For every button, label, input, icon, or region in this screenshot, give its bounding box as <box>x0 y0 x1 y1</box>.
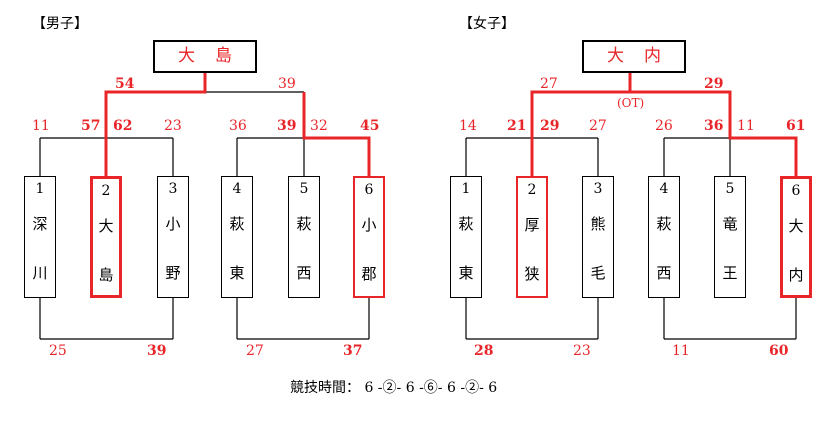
team-name-2: 西 <box>656 264 672 282</box>
boys-score: 36 <box>229 118 247 134</box>
team-name-1: 小 <box>165 215 181 233</box>
team-box-advanced: 6 小 郡 <box>353 176 385 298</box>
boys-score: 25 <box>49 343 67 359</box>
team-name-2: 島 <box>98 266 114 284</box>
team-name-1: 竜 <box>722 215 738 233</box>
team-name-2: 郡 <box>361 265 377 283</box>
match-time: 競技時間： 6 -②- 6 -⑥- 6 -②- 6 <box>290 380 498 396</box>
team-number: 5 <box>725 181 735 197</box>
boys-score: 45 <box>360 118 380 134</box>
team-box: 1 萩 東 <box>450 176 482 298</box>
team-number: 2 <box>101 183 111 199</box>
girls-score: 29 <box>540 118 560 134</box>
team-name-1: 萩 <box>229 215 245 233</box>
team-number: 6 <box>791 183 801 199</box>
team-box-winner: 2 大 島 <box>90 176 122 298</box>
team-name-2: 内 <box>788 266 804 284</box>
team-number: 5 <box>299 181 309 197</box>
team-box-advanced: 2 厚 狭 <box>516 176 548 298</box>
team-name-1: 萩 <box>296 215 312 233</box>
team-name-2: 東 <box>229 264 245 282</box>
girls-final-left-score: 27 <box>540 76 558 92</box>
team-box-winner: 6 大 内 <box>780 176 812 298</box>
girls-score: 27 <box>589 118 607 134</box>
girls-lines <box>465 72 798 340</box>
girls-champion-box: 大内 <box>582 40 686 73</box>
team-name-2: 毛 <box>590 264 606 282</box>
team-name-2: 狭 <box>524 265 540 283</box>
girls-score: 36 <box>704 118 724 134</box>
girls-score: 11 <box>672 343 690 359</box>
boys-score: 32 <box>310 118 328 134</box>
girls-score: 11 <box>737 118 755 134</box>
boys-score: 11 <box>32 118 50 134</box>
girls-score: 21 <box>507 118 527 134</box>
boys-score: 62 <box>113 118 133 134</box>
boys-score: 37 <box>343 343 363 359</box>
boys-final-right-score: 39 <box>278 76 296 92</box>
overtime-note: (OT) <box>617 96 645 110</box>
team-name-1: 深 <box>32 215 48 233</box>
team-number: 6 <box>364 182 374 198</box>
team-name-2: 王 <box>722 264 738 282</box>
team-box: 5 竜 王 <box>714 176 746 298</box>
girls-heading: 【女子】 <box>459 16 515 32</box>
team-name-2: 野 <box>165 264 181 282</box>
boys-score: 57 <box>81 118 101 134</box>
boys-score: 27 <box>246 343 264 359</box>
team-name-1: 萩 <box>458 215 474 233</box>
team-box: 5 萩 西 <box>288 176 320 298</box>
team-name-2: 西 <box>296 264 312 282</box>
team-number: 1 <box>35 181 45 197</box>
team-name-1: 厚 <box>524 216 540 234</box>
team-number: 1 <box>461 181 471 197</box>
team-box: 3 熊 毛 <box>582 176 614 298</box>
team-name-1: 萩 <box>656 215 672 233</box>
team-name-2: 東 <box>458 264 474 282</box>
team-number: 4 <box>232 181 242 197</box>
boys-score: 39 <box>277 118 297 134</box>
girls-score: 61 <box>786 118 806 134</box>
boys-score: 39 <box>147 343 167 359</box>
team-name-2: 川 <box>32 264 48 282</box>
team-name-1: 大 <box>788 217 804 235</box>
girls-score: 26 <box>655 118 673 134</box>
girls-final-right-score: 29 <box>704 76 724 92</box>
girls-score: 60 <box>769 343 789 359</box>
team-box: 1 深 川 <box>24 176 56 298</box>
boys-heading: 【男子】 <box>32 16 88 32</box>
team-name-1: 大 <box>98 217 114 235</box>
boys-champion-box: 大島 <box>153 40 257 73</box>
team-box: 4 萩 東 <box>221 176 253 298</box>
team-name-1: 小 <box>361 216 377 234</box>
girls-score: 28 <box>474 343 494 359</box>
team-number: 3 <box>168 181 178 197</box>
team-box: 4 萩 西 <box>648 176 680 298</box>
team-number: 4 <box>659 181 669 197</box>
team-name-1: 熊 <box>590 215 606 233</box>
team-number: 3 <box>593 181 603 197</box>
team-number: 2 <box>527 182 537 198</box>
team-box: 3 小 野 <box>157 176 189 298</box>
boys-lines <box>39 72 371 340</box>
boys-final-left-score: 54 <box>115 76 135 92</box>
boys-score: 23 <box>164 118 182 134</box>
girls-score: 23 <box>573 343 591 359</box>
girls-score: 14 <box>459 118 477 134</box>
